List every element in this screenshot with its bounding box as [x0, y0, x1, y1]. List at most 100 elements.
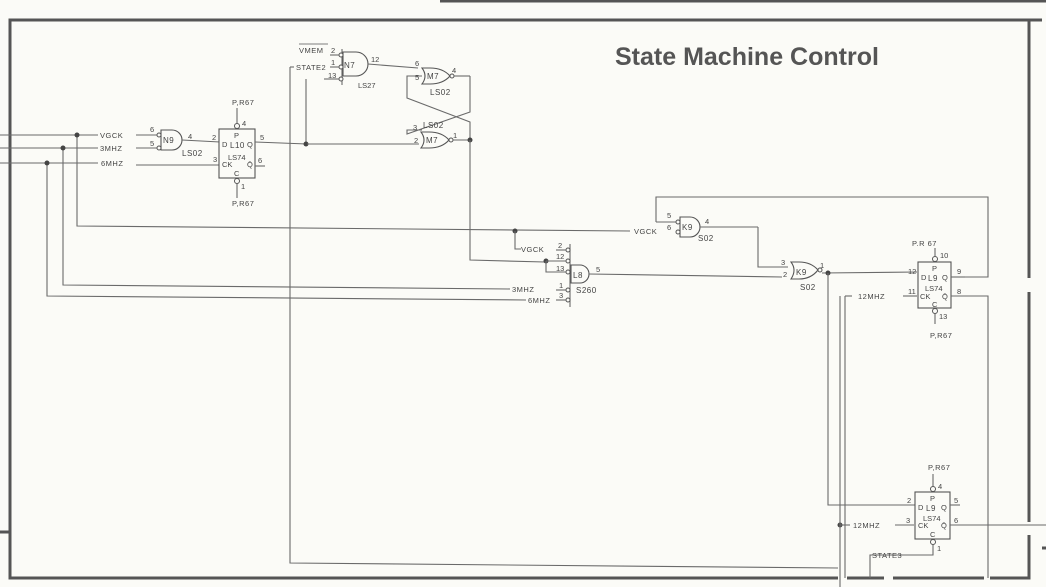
pin: 6 — [150, 125, 154, 134]
l9b-type: LS74 — [923, 514, 941, 523]
signal-6mhz: 6MHZ — [101, 159, 123, 168]
flipflop-l9-lower: P D L9 Q LS74 CK Q̄ C 4 2 3 5 6 1 P,R67 — [837, 463, 1046, 578]
pin-label: Q — [942, 273, 948, 282]
signal-state2: STATE2 — [296, 63, 326, 72]
l10-type: LS74 — [228, 153, 246, 162]
pin: 5 — [415, 73, 419, 82]
l8-ref: L8 — [573, 271, 583, 280]
pin: 2 — [212, 133, 216, 142]
pin: 3 — [781, 258, 785, 267]
pin: 1 — [820, 261, 824, 270]
signal-vgck-k9: VGCK — [634, 227, 657, 236]
l10-ref: L10 — [230, 141, 245, 150]
pin: 11 — [908, 287, 916, 296]
pin: 4 — [188, 132, 192, 141]
pin-label: D — [918, 503, 924, 512]
k9b-ref: K9 — [796, 268, 807, 277]
pin: 5 — [667, 211, 671, 220]
m7a-type: LS02 — [430, 88, 451, 97]
pin: 5 — [260, 133, 264, 142]
pin: 6 — [954, 516, 958, 525]
n9-ref: N9 — [163, 136, 174, 145]
pin: 12 — [908, 267, 916, 276]
pin-label: CK — [920, 292, 930, 301]
pin-label: D — [222, 140, 228, 149]
m7b-type: LS02 — [423, 121, 444, 130]
pin: 5 — [150, 139, 154, 148]
m7b-ref: M7 — [426, 136, 438, 145]
pin-label: C — [932, 300, 938, 309]
clear-label: P,R67 — [930, 331, 952, 340]
pin-label: P — [932, 264, 937, 273]
gate-k9a: K9 5 6 4 S02 — [655, 196, 989, 278]
pin: 4 — [452, 66, 456, 75]
k9b-type: S02 — [800, 283, 816, 292]
pin-label: CK — [918, 521, 928, 530]
pin: 3 — [413, 123, 417, 132]
preset-label: P,R67 — [232, 98, 254, 107]
pin: 8 — [957, 287, 961, 296]
pin: 2 — [907, 496, 911, 505]
pin-label: P — [930, 494, 935, 503]
pin: 1 — [453, 131, 457, 140]
gate-l8: L8 2 12 13 1 3 5 S260 — [512, 228, 783, 307]
k9a-type: S02 — [698, 234, 714, 243]
pin: 1 — [937, 544, 941, 553]
pin: 1 — [331, 58, 335, 67]
input-wires — [0, 132, 631, 301]
l9a-type: LS74 — [925, 284, 943, 293]
l8-type: S260 — [576, 286, 597, 295]
pin: 13 — [328, 71, 336, 80]
pin: 6 — [258, 156, 262, 165]
n9-type: LS02 — [182, 149, 203, 158]
pin: 4 — [705, 217, 709, 226]
m7a-ref: M7 — [427, 72, 439, 81]
preset-label: P,R67 — [928, 463, 950, 472]
signal-3mhz: 3MHZ — [100, 144, 122, 153]
pin: 4 — [242, 119, 246, 128]
pin-label: C — [234, 169, 240, 178]
pin: 1 — [241, 182, 245, 191]
latch-m7: M7 6 5 4 LS02 M7 3 2 1 LS02 — [406, 59, 546, 263]
preset-label: P.R 67 — [912, 239, 937, 248]
pin: 4 — [938, 482, 942, 491]
pin: 6 — [415, 59, 419, 68]
pin: 1 — [559, 281, 563, 290]
pin-label: CK — [222, 160, 232, 169]
gate-n9: N9 6 5 4 LS02 — [150, 125, 221, 158]
pin: 13 — [556, 264, 564, 273]
pin-label: Q̄ — [247, 160, 253, 169]
n7-ref: N7 — [344, 61, 355, 70]
l9a-ref: L9 — [928, 274, 938, 283]
pin: 12 — [556, 252, 564, 261]
pin: 2 — [331, 46, 335, 55]
clear-label: P,R67 — [232, 199, 254, 208]
l9b-ref: L9 — [926, 504, 936, 513]
signal-state3: STATE3 — [872, 551, 902, 560]
pin: 13 — [939, 312, 947, 321]
pin-label: D — [921, 273, 927, 282]
pin-label: P — [234, 131, 239, 140]
signal-12mhz-lower: 12MHZ — [853, 521, 880, 530]
signal-3mhz-l8: 3MHZ — [512, 285, 534, 294]
pin-label: Q — [941, 503, 947, 512]
pin: 6 — [667, 223, 671, 232]
signal-vgck-l8: VGCK — [521, 245, 544, 254]
pin: 3 — [213, 155, 217, 164]
diagram-title: State Machine Control — [615, 43, 879, 71]
pin: 2 — [783, 270, 787, 279]
flipflop-l9-upper: P D L9 Q LS74 CK Q̄ C 10 12 11 9 8 13 P.… — [844, 239, 989, 578]
pin: 9 — [957, 267, 961, 276]
pin-label: Q̄ — [941, 521, 947, 530]
pin-label: C — [930, 530, 936, 539]
pin: 2 — [414, 136, 418, 145]
pin: 3 — [906, 516, 910, 525]
pin: 5 — [954, 496, 958, 505]
gate-k9b: K9 3 2 1 S02 — [781, 258, 918, 506]
n7-type: LS27 — [358, 81, 376, 90]
pin-label: Q̄ — [942, 292, 948, 301]
pin: 12 — [371, 55, 379, 64]
signal-12mhz-upper: 12MHZ — [858, 292, 885, 301]
